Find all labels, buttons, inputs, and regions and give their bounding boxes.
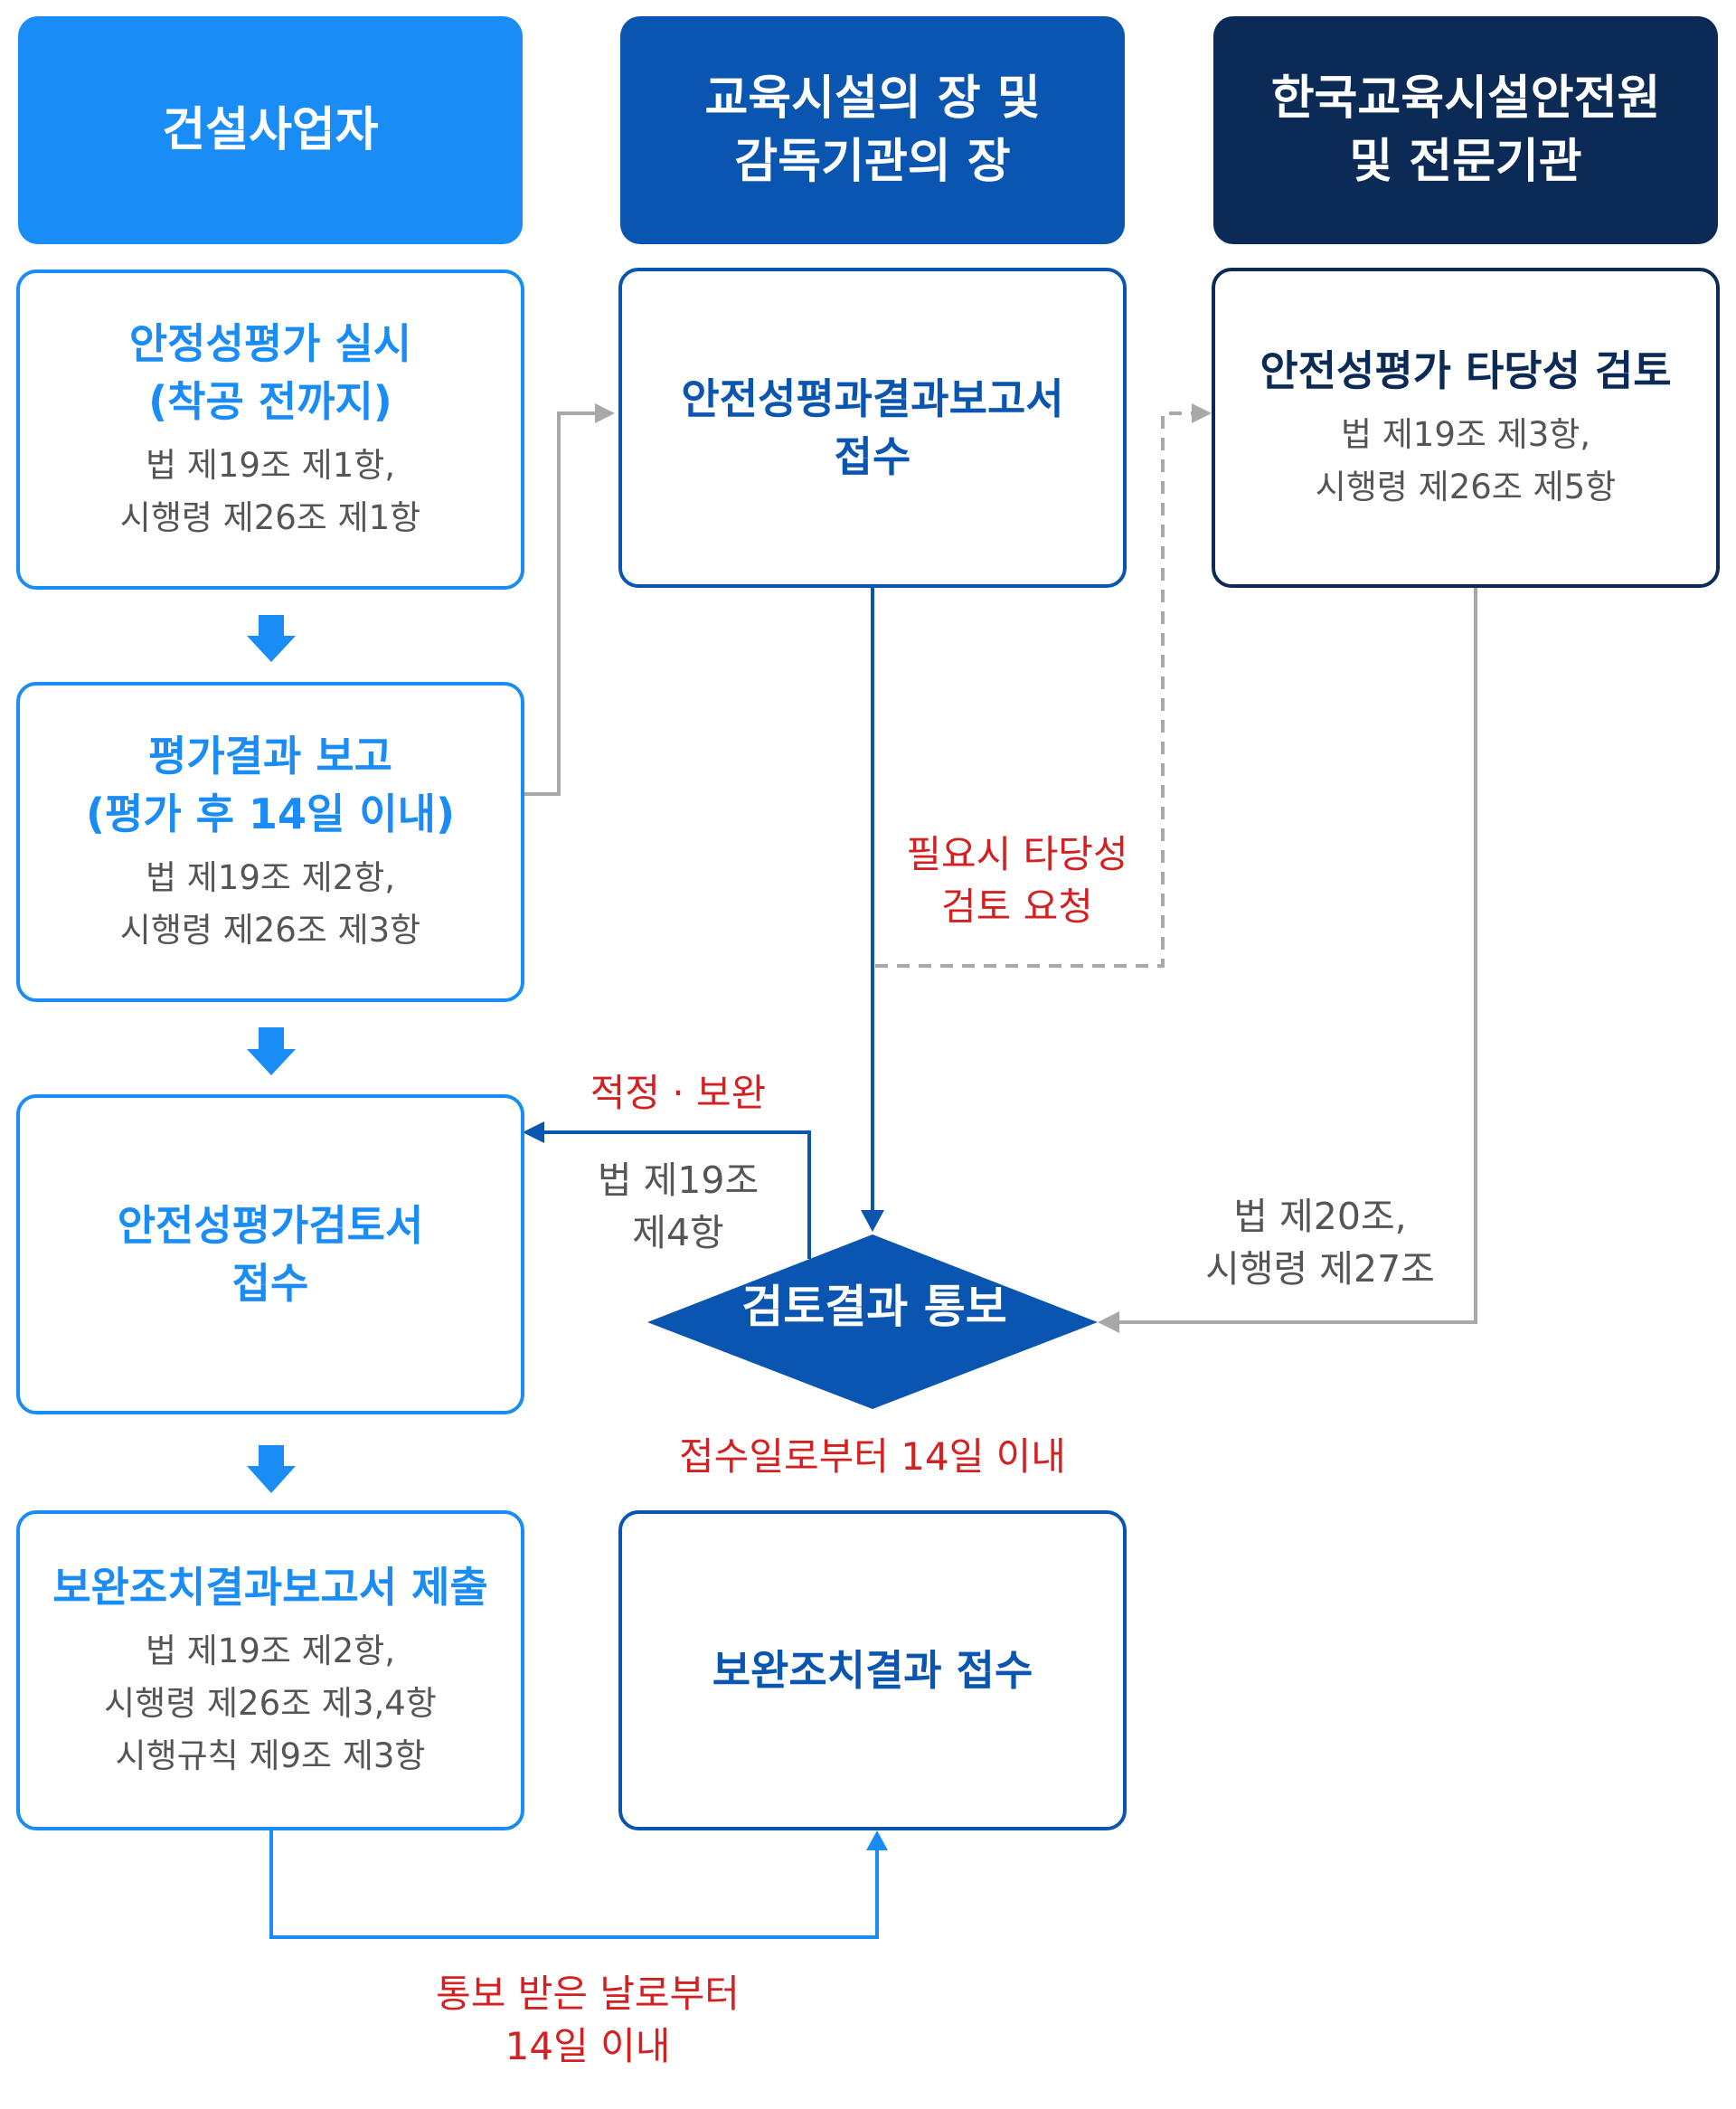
box-law: 시행령 제26조 제5항 (1315, 468, 1617, 506)
header-contractor: 건설사업자 (18, 16, 523, 244)
request-dashed-line (875, 411, 1192, 968)
review-document-box: 안전성평가검토서 접수 (16, 1094, 524, 1414)
box-title: (착공 전까지) (148, 377, 392, 426)
supplement-arrowhead (866, 1830, 888, 1850)
box-law: 법 제19조 제2항, (145, 1631, 396, 1670)
box-title: 안전성평가검토서 (117, 1201, 424, 1250)
supplement-connector (269, 1829, 879, 1939)
evaluation-report-box: 평가결과 보고 (평가 후 14일 이내) 법 제19조 제2항, 시행령 제2… (16, 682, 524, 1002)
validity-review-box: 안전성평가 타당성 검토 법 제19조 제3항, 시행령 제26조 제5항 (1212, 268, 1720, 588)
box-law: 법 제19조 제2항, (145, 858, 396, 897)
law-20-label: 법 제20조, 시행령 제27조 (1205, 1195, 1435, 1291)
adequacy-connector (541, 1130, 811, 1259)
report-connector (523, 411, 597, 796)
box-law: 시행령 제26조 제1항 (119, 498, 421, 537)
down-arrow-2 (247, 1027, 296, 1075)
box-law: 법 제19조 제3항, (1340, 415, 1591, 454)
box-law: 시행령 제26조 제3,4항 (104, 1684, 437, 1723)
down-arrow-1 (247, 615, 296, 662)
adequacy-arrowhead (523, 1121, 544, 1143)
box-law: 시행규칙 제9조 제3항 (115, 1736, 426, 1775)
box-title: (평가 후 14일 이내) (85, 790, 456, 838)
validity-arrowhead (1098, 1311, 1119, 1333)
adequacy-label: 적정 · 보완 (590, 1071, 767, 1115)
box-law: 시행령 제26조 제3항 (119, 911, 421, 950)
box-title: 보완조치결과 접수 (712, 1646, 1033, 1695)
box-title: 평가결과 보고 (148, 732, 392, 780)
box-title: 접수 (231, 1259, 309, 1308)
within-notice-label: 통보 받은 날로부터 14일 이내 (436, 1972, 740, 2068)
report-receipt-box: 안전성평과결과보고서 접수 (618, 268, 1127, 588)
box-law: 법 제19조 제1항, (145, 446, 396, 485)
safety-evaluation-box: 안정성평가 실시 (착공 전까지) 법 제19조 제1항, 시행령 제26조 제… (16, 270, 524, 590)
review-result-diamond (647, 1234, 1098, 1409)
supplement-report-box: 보완조치결과보고서 제출 법 제19조 제2항, 시행령 제26조 제3,4항 … (16, 1510, 524, 1830)
box-title: 안정성평가 실시 (128, 319, 412, 368)
law-19-4-label: 법 제19조 제4항 (597, 1159, 760, 1254)
within-receipt-label: 접수일로부터 14일 이내 (679, 1434, 1066, 1479)
box-title: 보완조치결과보고서 제출 (52, 1563, 488, 1612)
diamond-arrowhead (861, 1210, 884, 1232)
validity-connector (1118, 586, 1477, 1324)
report-arrowhead (595, 403, 615, 423)
request-label: 필요시 타당성 검토 요청 (906, 832, 1128, 929)
request-arrowhead (1192, 403, 1212, 423)
box-title: 안전성평과결과보고서 (681, 374, 1064, 423)
box-title: 접수 (834, 432, 911, 481)
down-arrow-3 (247, 1445, 296, 1493)
supplement-receipt-box: 보완조치결과 접수 (618, 1510, 1127, 1830)
box-title: 안전성평가 타당성 검토 (1260, 346, 1672, 395)
diamond-label: 검토결과 통보 (741, 1281, 1007, 1333)
